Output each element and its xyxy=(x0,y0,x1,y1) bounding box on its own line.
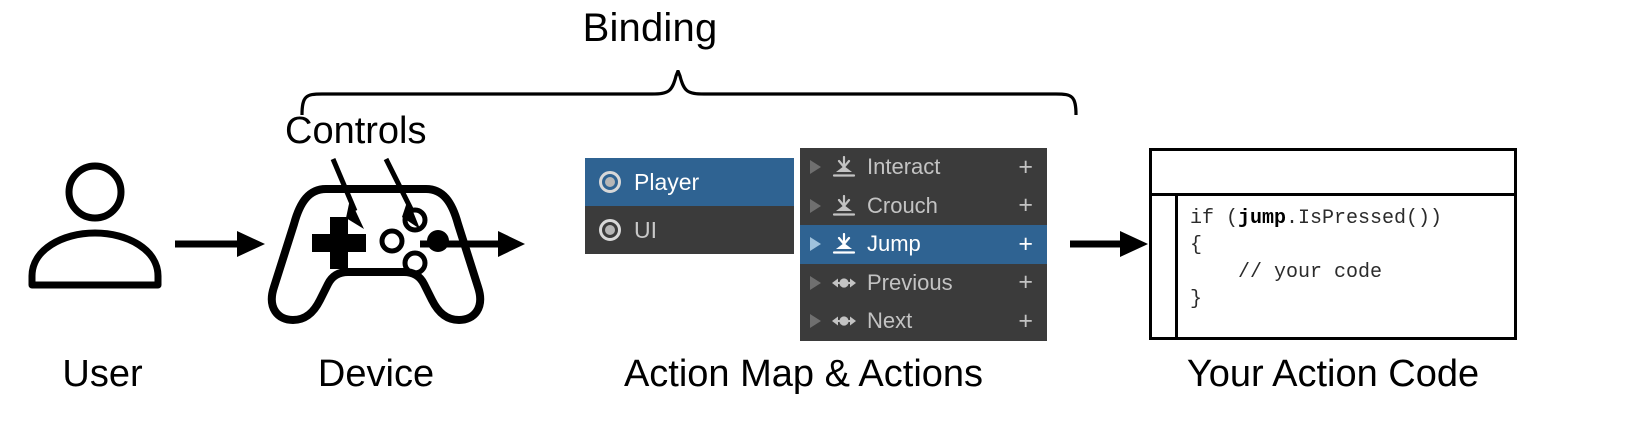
action-label: Previous xyxy=(867,269,953,295)
action-row-crouch[interactable]: Crouch + xyxy=(800,187,1047,226)
controls-label: Controls xyxy=(285,110,427,152)
code-line-2: { xyxy=(1190,234,1203,257)
code-window-body: if (jump.IsPressed()) { // your code } xyxy=(1152,196,1514,337)
chevron-right-icon[interactable] xyxy=(810,160,821,175)
code-window-titlebar xyxy=(1152,151,1514,196)
code-line-1-bold: jump xyxy=(1238,207,1287,230)
actions-panel[interactable]: Interact + Crouch + Jump + xyxy=(800,148,1047,341)
action-row-previous[interactable]: Previous + xyxy=(800,264,1047,303)
code-window[interactable]: if (jump.IsPressed()) { // your code } xyxy=(1149,148,1517,340)
button-press-icon xyxy=(831,233,857,255)
code-line-1-suffix: .IsPressed()) xyxy=(1286,207,1443,230)
arrow-device-to-actions xyxy=(420,228,525,265)
add-binding-button[interactable]: + xyxy=(1018,152,1033,181)
add-binding-button[interactable]: + xyxy=(1018,306,1033,335)
chevron-right-icon[interactable] xyxy=(810,198,821,213)
add-binding-button[interactable]: + xyxy=(1018,191,1033,220)
code-gutter xyxy=(1152,196,1178,337)
action-label: Next xyxy=(867,308,913,334)
action-map-row-ui[interactable]: UI xyxy=(585,206,794,254)
action-row-next[interactable]: Next + xyxy=(800,302,1047,341)
action-map-row-player[interactable]: Player xyxy=(585,158,794,206)
binding-brace xyxy=(300,69,1080,120)
caption-action-map-and-actions: Action Map & Actions xyxy=(623,353,984,395)
caption-your-action-code: Your Action Code xyxy=(1186,353,1480,395)
arrow-user-to-device xyxy=(175,228,265,265)
action-map-donut-icon xyxy=(599,219,621,241)
action-map-panel[interactable]: Player UI xyxy=(585,158,794,254)
chevron-right-icon[interactable] xyxy=(810,237,821,252)
add-binding-button[interactable]: + xyxy=(1018,268,1033,297)
action-label: Crouch xyxy=(867,192,938,218)
add-binding-button[interactable]: + xyxy=(1018,229,1033,258)
action-map-label: UI xyxy=(634,216,657,243)
code-line-1-prefix: if ( xyxy=(1190,207,1239,230)
axis-icon xyxy=(831,272,857,294)
button-press-icon xyxy=(831,156,857,178)
action-row-jump[interactable]: Jump + xyxy=(800,225,1047,264)
action-label: Interact xyxy=(867,154,941,180)
button-press-icon xyxy=(831,194,857,217)
code-line-4: } xyxy=(1190,288,1203,311)
chevron-right-icon[interactable] xyxy=(810,314,821,329)
action-label: Jump xyxy=(867,231,921,257)
arrow-actions-to-code xyxy=(1070,228,1148,265)
binding-title: Binding xyxy=(582,6,718,50)
code-line-3: // your code xyxy=(1190,261,1383,284)
action-row-interact[interactable]: Interact + xyxy=(800,148,1047,187)
user-icon xyxy=(22,160,182,300)
axis-icon xyxy=(831,310,857,332)
code-text[interactable]: if (jump.IsPressed()) { // your code } xyxy=(1178,196,1514,337)
action-map-label: Player xyxy=(634,168,700,195)
caption-device: Device xyxy=(317,353,435,395)
caption-user: User xyxy=(62,353,143,395)
chevron-right-icon[interactable] xyxy=(810,275,821,290)
action-map-donut-icon xyxy=(599,171,621,193)
